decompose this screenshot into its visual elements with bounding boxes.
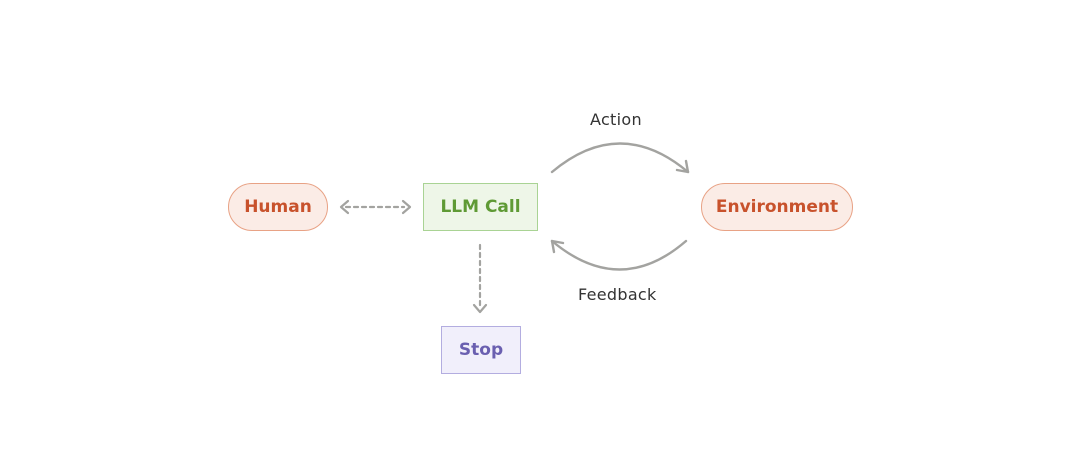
human-label: Human: [244, 197, 312, 217]
llm-call-label: LLM Call: [440, 197, 521, 217]
stop-label: Stop: [458, 340, 504, 360]
human-node: Human: [228, 183, 328, 231]
llm-call-node: LLM Call: [423, 183, 538, 231]
human-llm-dashed-arrow: [339, 199, 412, 215]
feedback-edge-label: Feedback: [578, 285, 657, 304]
action-arrow: [550, 142, 690, 174]
feedback-arrow: [550, 239, 688, 271]
stop-node: Stop: [441, 326, 521, 374]
environment-label: Environment: [715, 197, 839, 217]
environment-node: Environment: [701, 183, 853, 231]
action-edge-label: Action: [590, 110, 642, 129]
llm-stop-dashed-arrow: [472, 243, 488, 314]
